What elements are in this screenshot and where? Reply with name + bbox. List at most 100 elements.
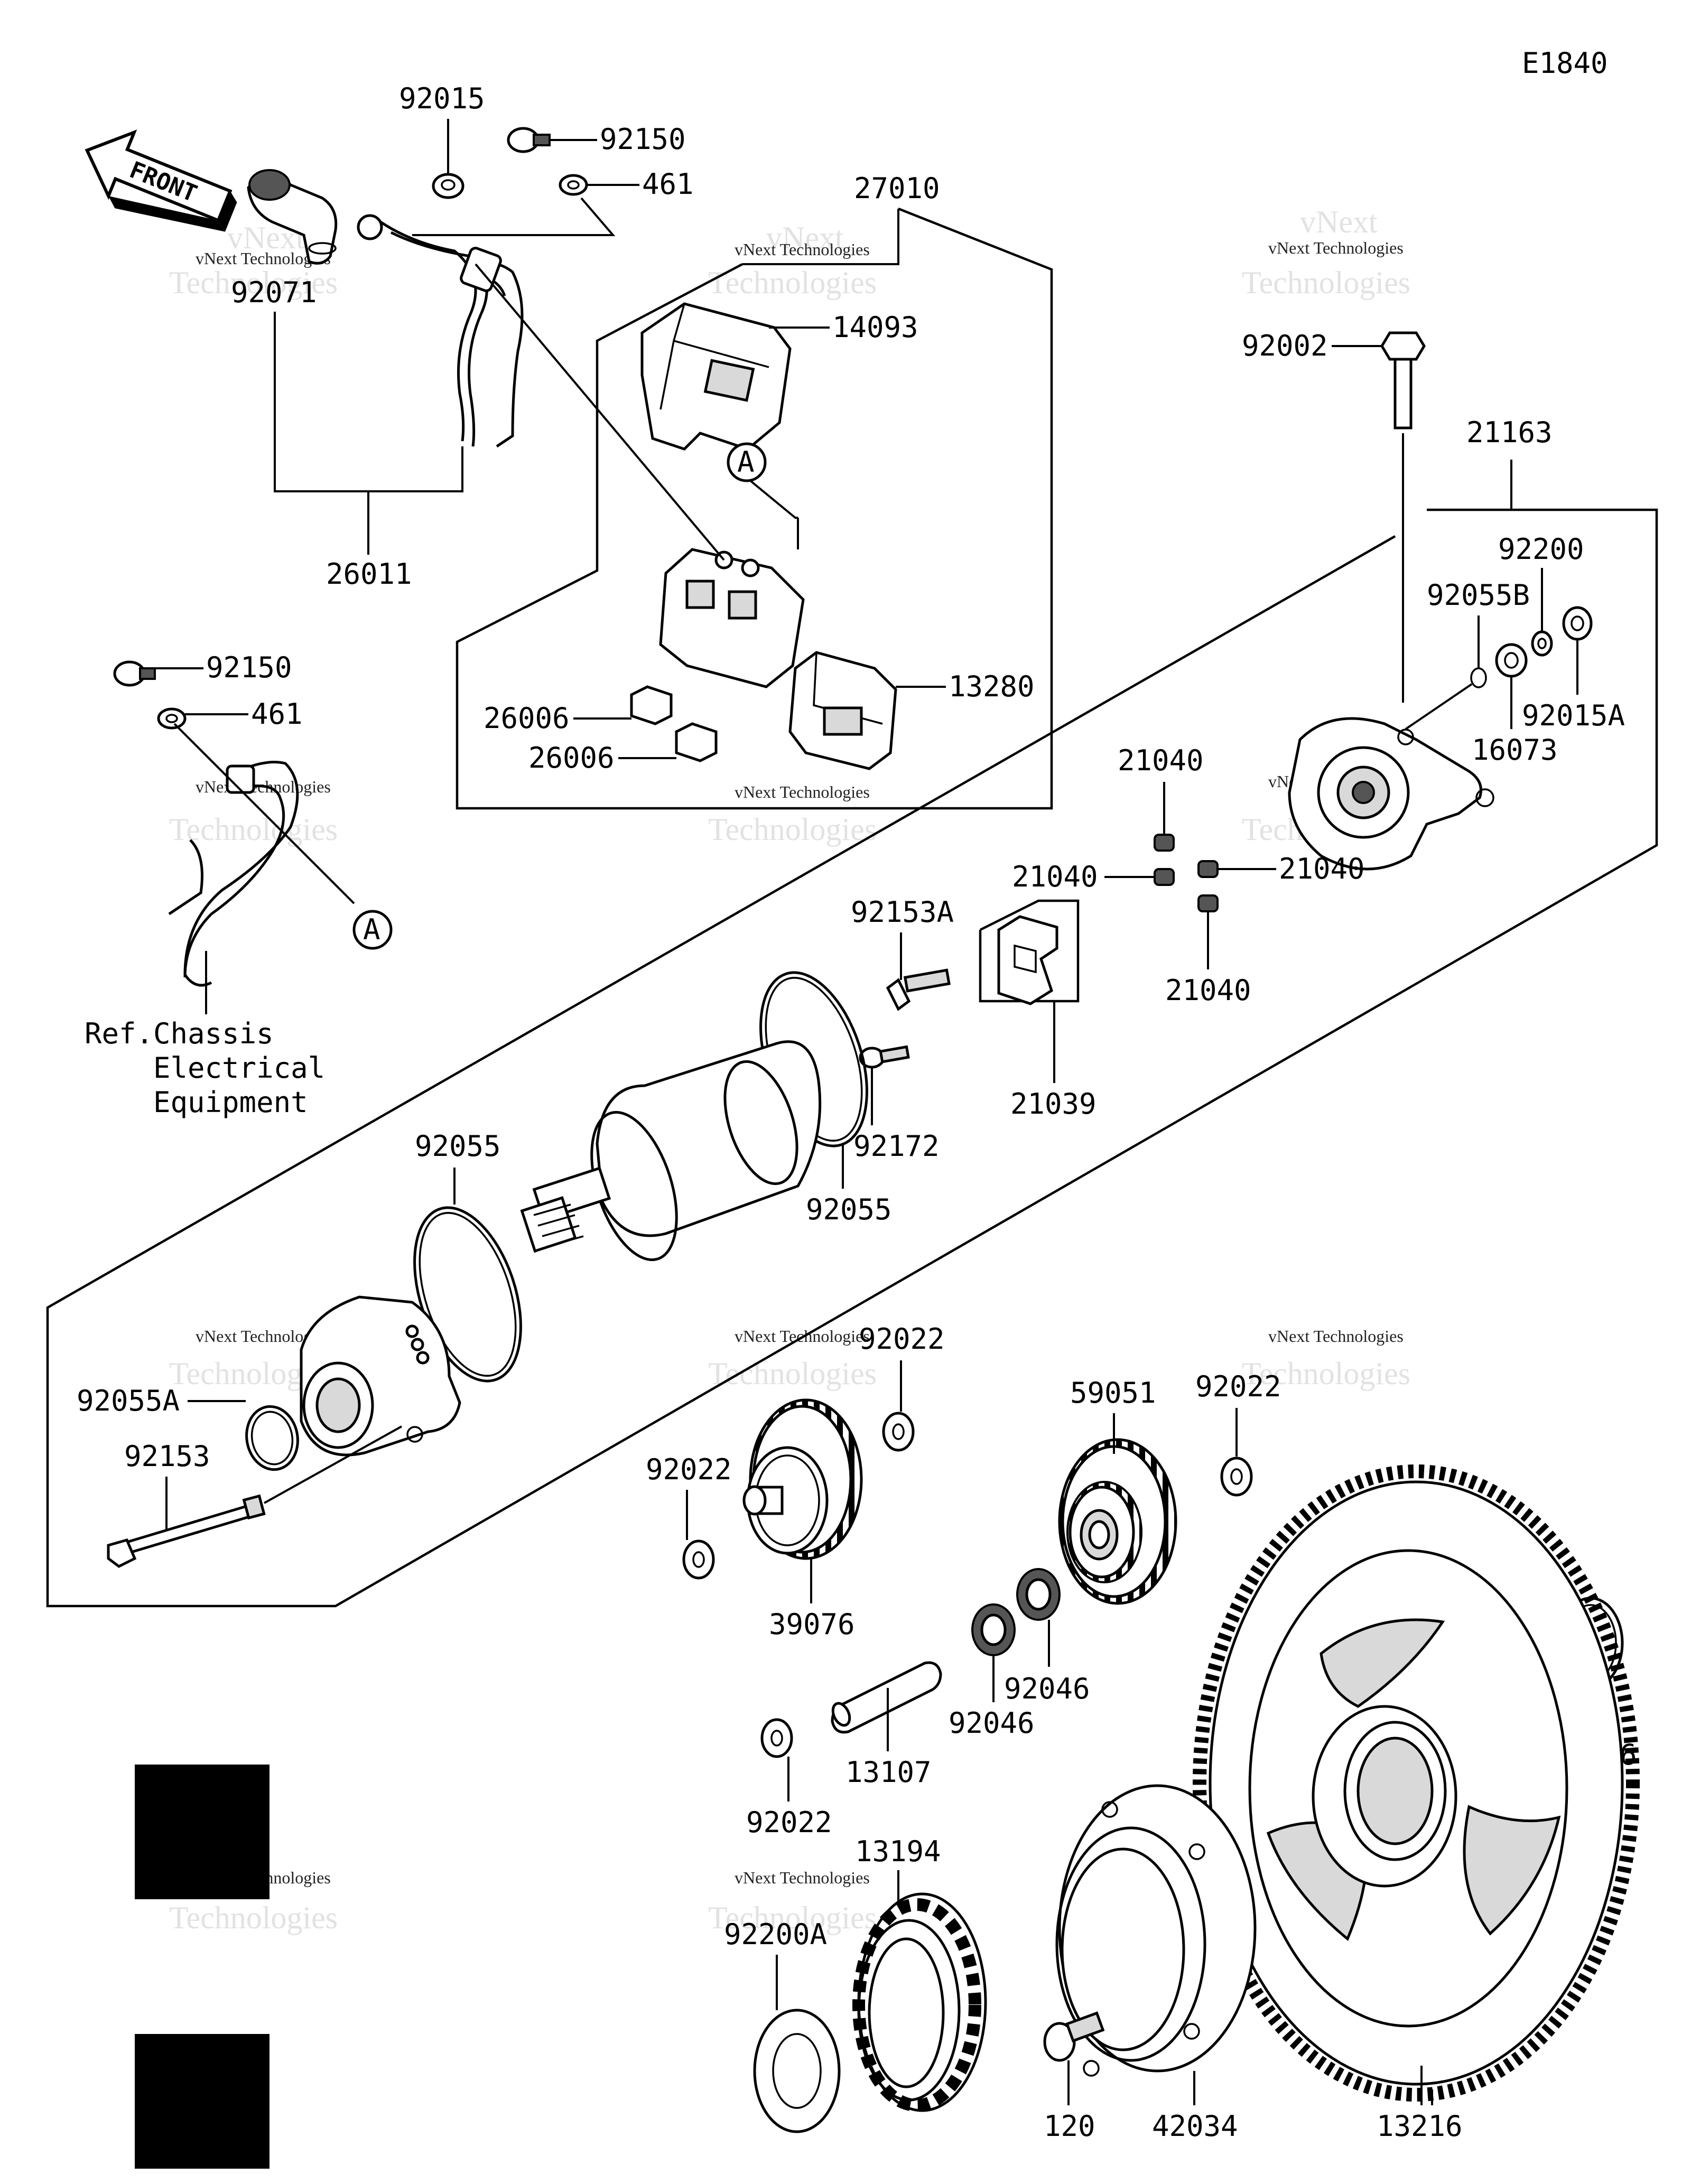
leader-line <box>412 197 616 236</box>
part-label-26006: 26006 <box>528 741 615 774</box>
starter-rear-cover <box>1288 717 1494 871</box>
part-label-92150: 92150 <box>206 651 292 684</box>
screw-92172 <box>859 1045 910 1069</box>
starter-front-cover <box>300 1295 461 1457</box>
part-label-92055B: 92055B <box>1427 578 1530 612</box>
brush-springs-21040 <box>1154 834 1219 912</box>
needle-bearing-92046 <box>971 1568 1061 1656</box>
leader-line <box>475 263 725 561</box>
part-label-92022: 92022 <box>746 1806 832 1839</box>
watermark-text: vNext Technologies <box>735 240 870 259</box>
nut-92015A <box>1562 606 1593 641</box>
part-label-92153: 92153 <box>124 1440 210 1473</box>
part-label-26006: 26006 <box>484 702 570 735</box>
callout-a-marker <box>352 910 393 950</box>
group-frame-21039 <box>979 899 1080 1003</box>
black-marker-box <box>135 2034 270 2169</box>
front-arrow-icon: FRONT <box>85 129 237 232</box>
callout-a-marker <box>727 442 767 482</box>
screw-92150 <box>507 127 551 153</box>
ground-cable <box>168 761 299 987</box>
idle-gear-39076 <box>742 1398 863 1560</box>
leader-line <box>749 480 798 519</box>
washer-92022 <box>760 1718 793 1758</box>
watermark-text: Technologies <box>169 265 338 300</box>
part-label-42034: 42034 <box>1152 2110 1238 2143</box>
part-label-92071: 92071 <box>231 276 317 309</box>
washer-92200A <box>753 2009 841 2133</box>
part-label-39076: 39076 <box>769 1608 855 1641</box>
part-label-92015A: 92015A <box>1522 699 1625 732</box>
part-label-92055: 92055 <box>415 1130 501 1163</box>
part-label-26011: 26011 <box>326 557 412 591</box>
part-label-59051: 59051 <box>1070 1376 1156 1410</box>
part-label-21040: 21040 <box>1012 860 1098 893</box>
terminal-boot-92071 <box>247 169 338 265</box>
starter-relay <box>659 548 805 688</box>
part-label-92046: 92046 <box>1004 1672 1090 1705</box>
watermark-text: vNext Technologies <box>735 782 870 801</box>
washer-92022 <box>1220 1457 1253 1497</box>
starter-clutch-gear-13216 <box>1193 1464 1640 2102</box>
leader-line <box>274 312 463 492</box>
part-label-14093: 14093 <box>832 311 918 344</box>
washer-92022 <box>882 1412 915 1452</box>
group-frame-21163 <box>46 508 1658 1608</box>
ref-note-line2: Electrical <box>153 1051 325 1085</box>
clutch-housing-42034 <box>1055 1784 1257 2077</box>
watermark-text: Technologies <box>708 1356 877 1391</box>
one-way-clutch-13194 <box>852 1892 987 2112</box>
part-label-13216: 13216 <box>1377 2110 1463 2143</box>
part-label-21040: 21040 <box>1118 744 1204 777</box>
torque-limiter-gear-59051 <box>1058 1438 1177 1605</box>
watermark-text: Technologies <box>1242 265 1410 300</box>
part-label-21163: 21163 <box>1466 416 1553 449</box>
part-label-92046: 92046 <box>949 1706 1035 1740</box>
part-label-21040: 21040 <box>1279 852 1365 885</box>
shaft-13107 <box>831 1661 942 1734</box>
callout-letter: A <box>363 913 380 946</box>
watermark-text: vNext <box>766 220 844 255</box>
fuse-26006 <box>630 685 718 762</box>
part-label-92022: 92022 <box>1195 1370 1281 1403</box>
watermark-text: vNext Technologies <box>1268 1327 1404 1346</box>
part-label-92200A: 92200A <box>724 1918 827 1951</box>
group-frame-27010 <box>456 207 1053 810</box>
o-ring-92055B <box>1470 667 1487 688</box>
callout-letter: A <box>737 445 755 479</box>
relay-cover-14093 <box>640 302 792 451</box>
watermark-text: vNext Technologies <box>735 1868 870 1887</box>
black-marker-box <box>135 1765 270 1899</box>
part-label-21040: 21040 <box>1165 974 1251 1007</box>
part-label-92015: 92015 <box>399 82 485 115</box>
bolt-120 <box>1043 2011 1105 2062</box>
part-label-92150: 92150 <box>600 123 686 156</box>
bolt-92153 <box>107 1494 266 1568</box>
washer-92200 <box>1531 630 1553 657</box>
o-ring-92055A <box>245 1405 299 1471</box>
watermark-text: vNext <box>1300 204 1378 239</box>
part-label-13194: 13194 <box>855 1835 941 1868</box>
bolt-92002 <box>1380 331 1426 430</box>
part-label-16073: 16073 <box>1472 733 1558 767</box>
part-label-92002: 92002 <box>1242 329 1328 362</box>
battery-cable-26011 <box>247 169 524 448</box>
starter-motor-yoke <box>520 1040 822 1262</box>
part-label-13107: 13107 <box>846 1756 932 1789</box>
nut-92015 <box>432 173 464 199</box>
part-label-92153A: 92153A <box>851 895 954 929</box>
washer-92022 <box>682 1539 715 1580</box>
washer-461-lower <box>157 707 187 730</box>
part-label-92172: 92172 <box>853 1130 940 1163</box>
part-label-461: 461 <box>251 697 303 731</box>
part-label-120: 120 <box>1044 2110 1095 2143</box>
watermark-text: Technologies <box>1242 1356 1410 1391</box>
screw-92153A <box>886 968 951 1011</box>
watermark-text: vNext Technologies <box>1268 238 1404 257</box>
part-label-92055A: 92055A <box>77 1384 180 1417</box>
part-label-92022: 92022 <box>859 1322 945 1356</box>
ref-note-line3: Equipment <box>153 1086 308 1119</box>
brush-holder-21039 <box>997 915 1058 1005</box>
